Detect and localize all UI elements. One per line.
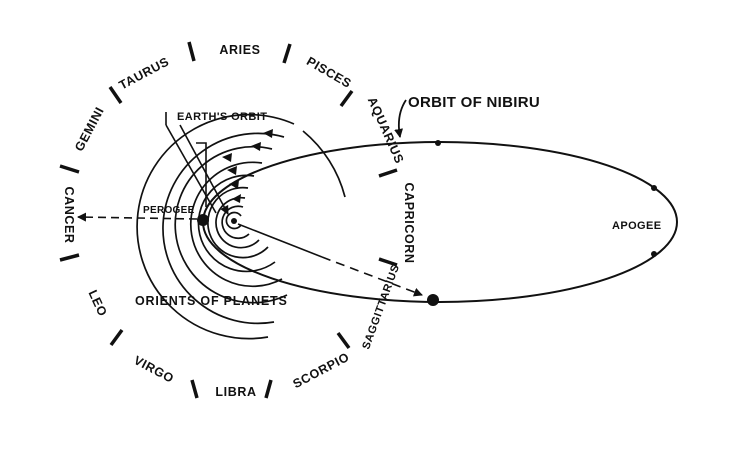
zodiac-divider [336,331,351,350]
planet-orbits [136,113,346,340]
nibiru-body-icon [427,294,439,306]
orbit-of-nibiru-pointer [394,99,407,138]
zodiac-divider [109,328,124,347]
orbit-direction-arrow-icon [227,166,237,175]
zodiac-divider [282,43,292,64]
sun-to-orbit-arrow [241,201,354,222]
apogee-label: APOGEE [612,220,661,232]
zodiac-gemini: GEMINI [72,105,107,154]
zodiac-divider [339,89,354,108]
earths-orbit-bracket [196,142,207,207]
zodiac-cancer: CANCER [62,186,76,243]
orbit-direction-arrow-icon [229,180,239,189]
planet-orbit-arc [302,130,346,198]
planet-orbit-arc [215,196,260,249]
orbit-marker-dot [435,140,441,146]
perogee-dashed-arrow [77,212,198,222]
orbit-direction-arrow-icon [251,142,261,151]
zodiac-scorpio: SCORPIO [291,350,352,391]
orients-of-planets-label: ORIENTS OF PLANETS [135,294,288,308]
zodiac-taurus: TAURUS [117,54,172,92]
planet-orbit-arc [221,205,250,240]
earths-orbit-pointer [179,124,229,215]
zodiac-divider [59,253,80,262]
zodiac-libra: LIBRA [215,385,256,399]
planet-orbit-arc [162,132,285,325]
planet-orbit-arc [207,186,269,259]
planet-orbit-arc [189,161,283,288]
orbit-direction-arrow-icon [263,129,273,138]
zodiac-divider [378,168,398,178]
zodiac-divider [187,41,196,62]
orbit-marker-dot [651,185,657,191]
zodiac-divider [59,164,80,174]
zodiac-sagittarius: SAGGITTARIUS [360,263,402,351]
zodiac-divider [264,379,273,399]
zodiac-aquarius: AQUARIUS [365,95,407,166]
nibiru-orbit-ellipse [202,141,678,303]
earths-orbit-pointer-secondary [165,124,217,214]
orbit-direction-arrow-icon [232,194,241,203]
zodiac-divider [378,257,398,267]
zodiac-pisces: PISCES [304,54,354,91]
zodiac-capricorn: CAPRICORN [402,182,416,263]
zodiac-aries: ARIES [219,43,260,57]
zodiac-virgo: VIRGO [131,353,176,386]
planet-orbit-arc [225,211,242,230]
zodiac-divider [190,379,199,399]
orbit-direction-arrow-icon [222,153,232,162]
orbit-of-nibiru-label: ORBIT OF NIBIRU [408,94,540,111]
orbit-markers [435,140,657,257]
perogee-body-icon [197,214,209,226]
sun-to-nibiru-dashed [321,256,423,297]
orbit-direction-arrows [222,129,273,203]
sun-to-nibiru-arrow [237,223,323,258]
perogee-label: PEROGEE [143,205,195,216]
zodiac-leo: LEO [85,288,109,319]
orbit-marker-dot [651,251,657,257]
planet-orbit-arc [136,113,295,340]
zodiac-dividers [59,41,398,399]
sun-dot-icon [231,218,237,224]
zodiac-divider [108,86,123,104]
planet-orbit-arc [197,174,276,273]
planet-orbit-arc [174,145,288,304]
earths-orbit-label: EARTH'S ORBIT [177,111,267,123]
